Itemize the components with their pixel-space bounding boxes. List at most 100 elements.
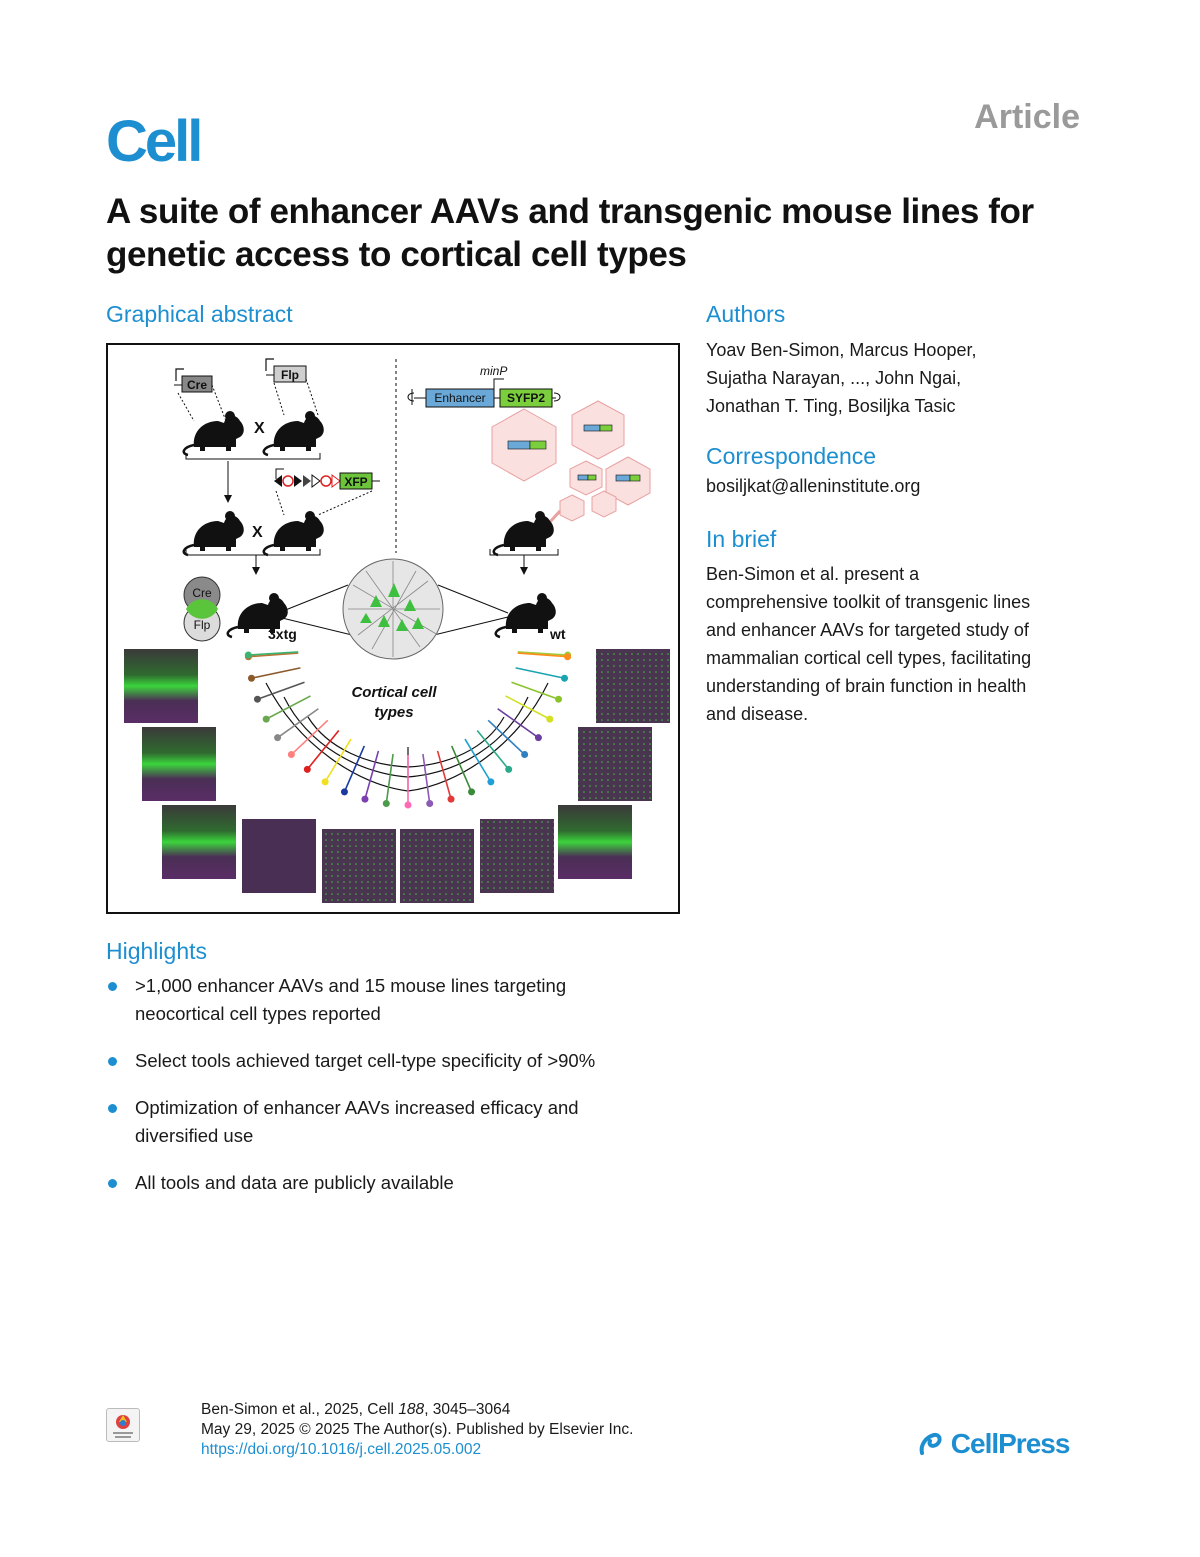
flp-mouse-icon <box>262 409 326 457</box>
microscopy-panels <box>124 649 670 903</box>
wt-label: wt <box>549 626 566 642</box>
cellpress-logo: CellPress <box>918 1428 1071 1460</box>
brief-line: and enhancer AAVs for targeted study of <box>706 620 1029 640</box>
dendrogram-branch <box>422 753 431 804</box>
aav-capsids <box>491 400 651 522</box>
highlight-item: >1,000 enhancer AAVs and 15 mouse lines … <box>106 972 706 1028</box>
cre-flp-venn: Cre Flp <box>183 576 221 642</box>
cellpress-mark-icon <box>919 1432 942 1455</box>
doi-link[interactable]: https://doi.org/10.1016/j.cell.2025.05.0… <box>201 1441 482 1458</box>
reporter-mouse-icon <box>262 509 326 557</box>
author-line: Sujatha Narayan, ..., John Ngai, <box>706 368 962 388</box>
dendrogram-branch <box>364 750 380 800</box>
svg-text:minP: minP <box>480 364 507 378</box>
dendrogram-leaf <box>287 751 295 759</box>
dendrogram-branch <box>248 651 299 656</box>
highlights-list: >1,000 enhancer AAVs and 15 mouse lines … <box>106 972 706 1216</box>
check-for-updates-icon[interactable] <box>106 1408 140 1442</box>
dendrogram-branch <box>505 695 551 720</box>
highlight-line: Select tools achieved target cell-type s… <box>135 1050 596 1071</box>
highlight-line: >1,000 enhancer AAVs and 15 mouse lines … <box>135 975 567 996</box>
in-brief-heading: In brief <box>706 526 777 552</box>
dendrogram-branch <box>306 729 340 770</box>
publisher-name: CellPress <box>950 1428 1071 1459</box>
dendrogram-leaf <box>361 795 369 803</box>
cross-bracket <box>185 453 321 460</box>
article-title: A suite of enhancer AAVs and transgenic … <box>106 192 1034 274</box>
dendrogram-branch <box>277 708 319 739</box>
micrograph-panel <box>124 649 198 723</box>
dendrogram-branch <box>464 738 492 783</box>
dendrogram-leaf <box>321 778 329 786</box>
flp-construct: Flp <box>265 358 319 416</box>
dendrogram-branch <box>476 729 510 770</box>
brief-line: comprehensive toolkit of transgenic line… <box>706 592 1031 612</box>
dendrogram-leaf <box>274 734 282 742</box>
micrograph-panel <box>578 727 652 801</box>
in-brief-text: Ben-Simon et al. present a comprehensive… <box>706 560 1096 728</box>
micrograph-panel <box>400 829 474 903</box>
enhancer-aav-construct: Enhancer minP SYFP2 <box>407 364 561 408</box>
graphical-abstract-heading: Graphical abstract <box>106 301 293 327</box>
highlight-line: diversified use <box>135 1125 254 1146</box>
micrograph-panel <box>142 727 216 801</box>
highlight-item: Select tools achieved target cell-type s… <box>106 1047 706 1075</box>
citation-line-2: May 29, 2025 © 2025 The Author(s). Publi… <box>201 1421 634 1438</box>
correspondence-email[interactable]: bosiljkat@alleninstitute.org <box>706 476 921 496</box>
dendrogram-leaf <box>561 674 569 682</box>
bullet-icon <box>108 1057 117 1066</box>
brief-line: Ben-Simon et al. present a <box>706 564 920 584</box>
dendrogram-leaf <box>262 715 270 723</box>
cre-mouse-icon <box>182 409 246 457</box>
citation-line-1: Ben-Simon et al., 2025, Cell 188, 3045–3… <box>201 1401 511 1418</box>
micrograph-panel <box>322 829 396 903</box>
dendrogram-leaf <box>468 788 476 796</box>
author-line: Yoav Ben-Simon, Marcus Hooper, <box>706 340 977 360</box>
highlights-heading: Highlights <box>106 938 207 964</box>
dendrogram-leaf <box>382 800 390 808</box>
authors-heading: Authors <box>706 301 786 327</box>
injected-mouse-icon <box>492 509 556 557</box>
svg-text:Cre: Cre <box>187 378 207 392</box>
cross-symbol: X <box>254 420 265 437</box>
dendrogram-branch <box>517 652 568 658</box>
dendrogram-branch <box>487 719 526 756</box>
brief-line: mammalian cortical cell types, facilitat… <box>706 648 1032 668</box>
journal-logo: Cell <box>106 109 203 174</box>
cell-types-label-line2: types <box>374 704 413 721</box>
dendrogram-branch <box>251 667 301 680</box>
dendrogram-branch <box>248 652 299 658</box>
svg-text:Flp: Flp <box>281 368 299 382</box>
highlight-line: Optimization of enhancer AAVs increased … <box>135 1097 579 1118</box>
dendrogram-leaf <box>303 765 311 773</box>
micrograph-panel <box>596 649 670 723</box>
dendrogram-leaf <box>564 653 572 661</box>
svg-text:Cre: Cre <box>192 586 212 600</box>
author-line: Jonathan T. Ting, Bosiljka Tasic <box>706 396 956 416</box>
dendrogram-branch <box>385 753 394 804</box>
article-type-label: Article <box>974 98 1080 136</box>
dendrogram-branch <box>497 708 539 739</box>
dendrogram-branch <box>436 750 452 800</box>
svg-text:SYFP2: SYFP2 <box>507 391 545 405</box>
svg-text:Flp: Flp <box>194 618 211 632</box>
dendrogram-leaf <box>244 651 252 659</box>
bullet-icon <box>108 1179 117 1188</box>
dendrogram-branch <box>517 651 568 656</box>
micrograph-panel <box>480 819 554 893</box>
dendrogram-branch <box>450 745 473 793</box>
micrograph-panel <box>558 805 632 879</box>
mouse-icon <box>182 509 246 557</box>
graphical-abstract-figure: Cre Flp X XFP <box>124 358 670 903</box>
svg-text:XFP: XFP <box>344 475 367 489</box>
dendrogram-leaf <box>487 778 495 786</box>
wt-mouse-icon <box>494 591 558 639</box>
dendrogram-branch <box>511 681 559 700</box>
correspondence-heading: Correspondence <box>706 443 877 469</box>
dendrogram-leaf <box>253 695 261 703</box>
dendrogram-branch <box>324 738 352 783</box>
dendrogram-leaf <box>534 734 542 742</box>
brief-line: understanding of brain function in healt… <box>706 676 1027 696</box>
micrograph-panel <box>242 819 316 893</box>
cell-type-dendrogram <box>244 651 572 809</box>
